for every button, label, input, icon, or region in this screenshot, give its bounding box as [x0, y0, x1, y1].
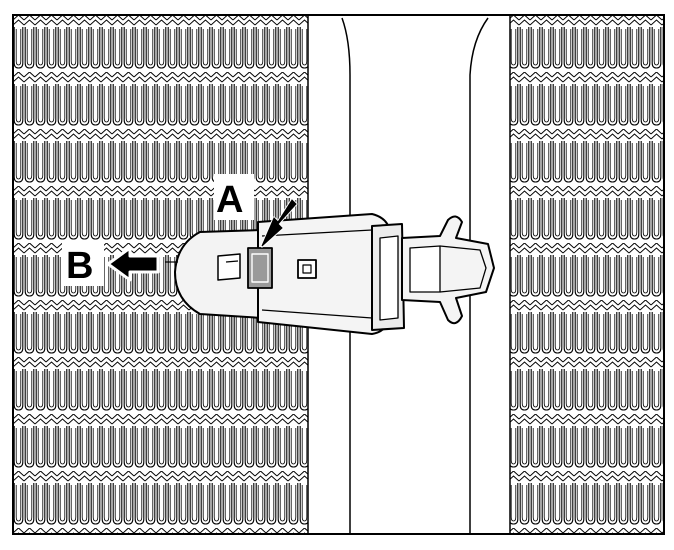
label-b: B [66, 245, 93, 287]
right-fin-panel [510, 16, 663, 533]
center-tube [341, 17, 489, 533]
sensor-connector [174, 213, 495, 335]
press-arrow-icon [260, 198, 298, 248]
pull-arrow-icon [106, 246, 160, 282]
label-a: A [216, 179, 243, 221]
